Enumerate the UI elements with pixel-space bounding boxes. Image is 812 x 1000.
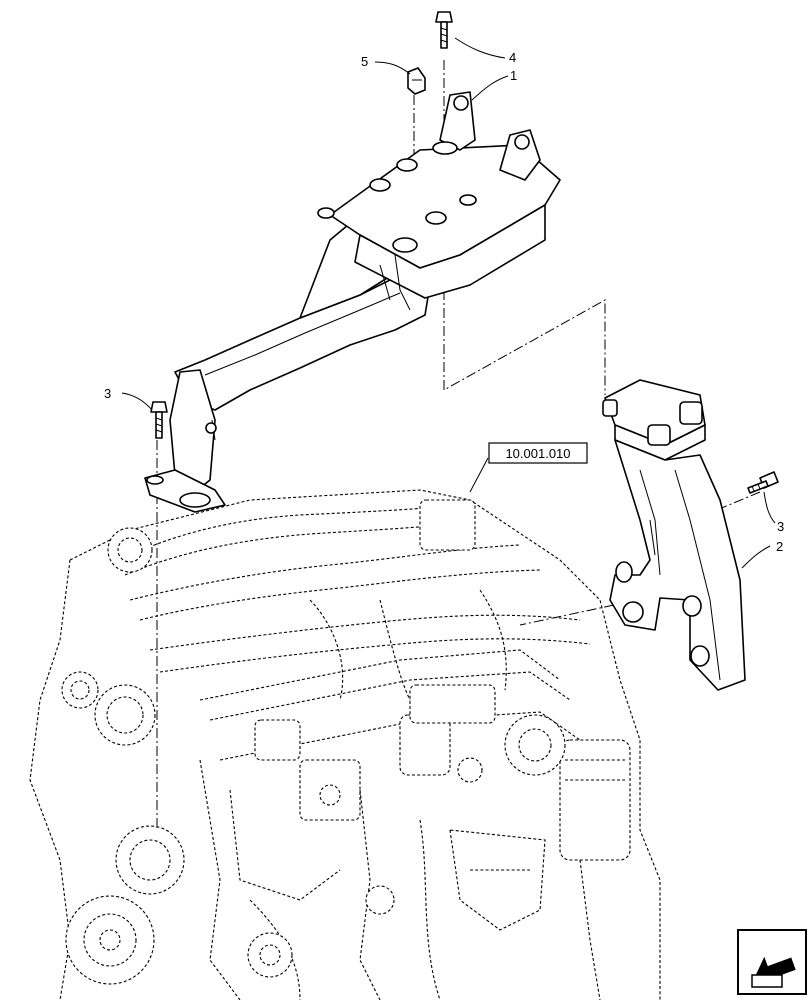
callout-3-rear: 3	[777, 519, 784, 534]
clip-part-5	[407, 67, 426, 95]
reference-label: 10.001.010	[505, 446, 570, 461]
callout-3-front: 3	[104, 386, 111, 401]
previous-page-arrow-icon[interactable]	[737, 929, 807, 995]
rear-bracket-part-2	[602, 379, 746, 691]
reference-box[interactable]: 10.001.010	[488, 442, 588, 464]
callout-leaders	[121, 37, 776, 569]
callout-2: 2	[776, 539, 783, 554]
screw-part-4	[435, 11, 453, 49]
front-bracket-part-1	[144, 91, 561, 513]
engine-assembly	[29, 489, 661, 1000]
callout-4: 4	[509, 50, 516, 65]
callout-1: 1	[510, 68, 517, 83]
screw-part-3-front	[150, 401, 168, 439]
callout-5: 5	[361, 54, 368, 69]
callout-labels: 1 2 3 3 4 5	[104, 50, 784, 554]
screw-part-3-rear	[747, 471, 779, 494]
